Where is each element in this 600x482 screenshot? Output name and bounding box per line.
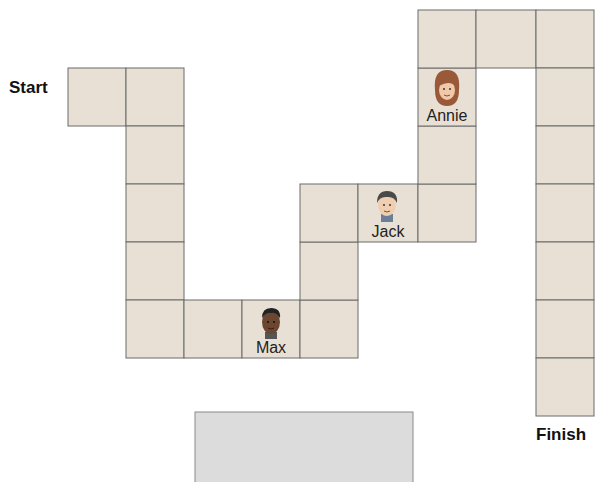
max-avatar <box>262 308 280 342</box>
finish-label: Finish <box>536 425 586 445</box>
board-square: Annie <box>418 68 476 126</box>
start-label: Start <box>9 78 48 98</box>
grey-panel <box>195 412 413 482</box>
jack-avatar <box>377 191 397 222</box>
player-name: Jack <box>371 223 406 241</box>
board-squares <box>68 10 594 416</box>
board-square: Max <box>242 300 300 358</box>
player-name: Annie <box>426 107 469 125</box>
annie-avatar <box>435 70 460 106</box>
board-square: Jack <box>358 184 418 242</box>
player-name: Max <box>255 339 287 357</box>
